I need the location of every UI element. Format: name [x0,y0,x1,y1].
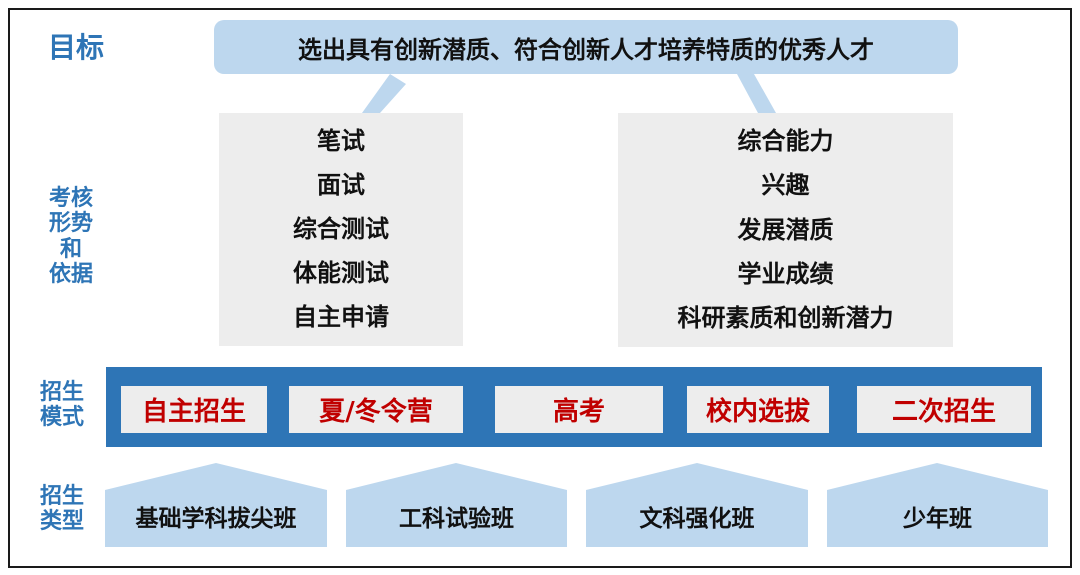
assessment-label-line: 考核 [48,186,93,211]
admission-type-item: 基础学科拔尖班 [105,463,327,547]
assessment-criteria-item: 兴趣 [761,171,810,200]
pentagon-shape-icon [827,463,1048,547]
admission-type-label: 工科试验班 [399,506,514,532]
assessment-label-line: 和 [59,236,82,262]
admission-type-label: 少年班 [903,506,972,532]
goal-text: 选出具有创新潜质、符合创新人才培养特质的优秀人才 [298,35,874,64]
assessment-criteria-item: 发展潜质 [737,215,834,244]
admission-type-item: 文科强化班 [586,463,808,547]
pentagon-shape-icon [346,463,567,547]
assessment-form-item: 体能测试 [293,259,389,288]
goal-banner: 选出具有创新潜质、符合创新人才培养特质的优秀人才 [214,20,958,74]
assessment-criteria-item: 科研素质和创新潜力 [677,304,894,333]
pentagon-shape-icon [105,463,327,547]
pentagon-shape-icon [586,463,808,547]
admission-mode-item: 校内选拔 [687,386,829,433]
mode-label-line: 招生 [39,380,84,405]
assessment-forms-box: 笔试 面试 综合测试 体能测试 自主申请 [219,113,463,346]
admission-mode-row-label: 招生 模式 [30,380,94,431]
admission-mode-item: 自主招生 [121,386,267,433]
type-label-line: 招生 [39,484,84,509]
admission-type-label: 基础学科拔尖班 [135,506,297,532]
assessment-row-label: 考核 形势 和 依据 [36,186,106,287]
admission-mode-item: 二次招生 [857,386,1031,433]
assessment-label-line: 形势 [48,211,93,237]
assessment-form-item: 综合测试 [293,215,389,244]
admission-mode-item: 夏/冬令营 [289,386,463,433]
assessment-criteria-item: 综合能力 [737,126,834,155]
admission-mode-item: 高考 [495,386,663,433]
goal-row-label: 目标 [47,31,104,64]
assessment-criteria-box: 综合能力 兴趣 发展潜质 学业成绩 科研素质和创新潜力 [618,113,953,347]
assessment-criteria-item: 学业成绩 [737,259,834,288]
admission-type-item: 少年班 [827,463,1048,547]
assessment-label-line: 依据 [48,261,93,287]
type-label-line: 类型 [39,509,84,535]
assessment-form-item: 面试 [317,170,365,199]
admission-type-item: 工科试验班 [346,463,567,547]
admission-type-row-label: 招生 类型 [30,484,94,535]
admission-type-label: 文科强化班 [639,506,755,532]
assessment-form-item: 笔试 [317,126,365,155]
mode-label-line: 模式 [39,405,84,431]
assessment-form-item: 自主申请 [293,303,389,332]
